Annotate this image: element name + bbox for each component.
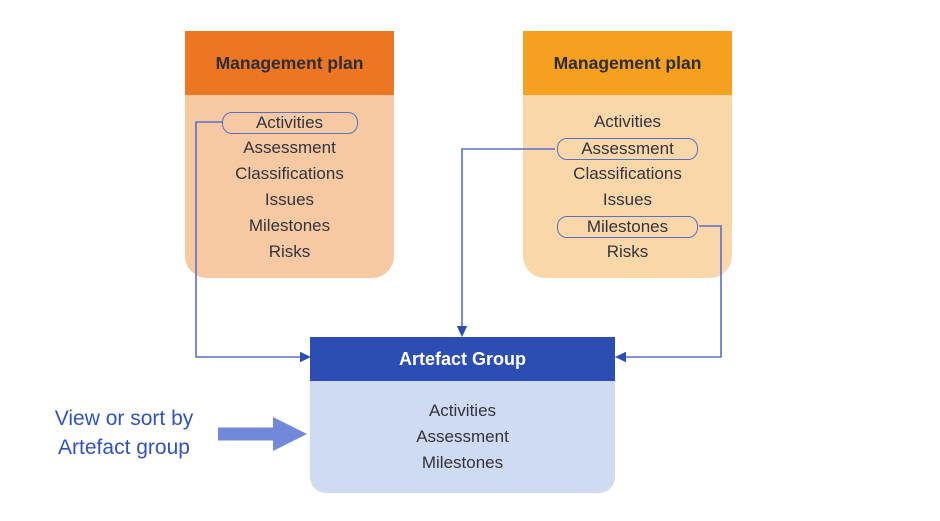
artefact-item-milestones: Milestones — [421, 453, 504, 472]
highlight-outline: Assessment — [557, 138, 698, 161]
artefact-item-assessment: Assessment — [416, 427, 509, 446]
view-sort-caption: View or sort by Artefact group — [33, 404, 215, 462]
plan-right-item-milestones: Milestones — [523, 213, 732, 239]
artefact-item-activities: Activities — [428, 401, 497, 420]
caption-line-1: View or sort by — [54, 407, 194, 430]
plan-right-item-activities: Activities — [593, 112, 662, 131]
highlight-outline: Activities — [221, 112, 358, 135]
management-plan-left-body: Activities Assessment Classifications Is… — [185, 95, 394, 278]
plan-left-item-milestones: Milestones — [248, 216, 331, 235]
plan-left-item-risks: Risks — [268, 242, 311, 261]
arrowhead-down-icon — [456, 326, 468, 337]
plan-right-item-assessment: Assessment — [523, 135, 732, 161]
plan-right-item-issues: Issues — [602, 190, 653, 209]
management-plan-box-left: Management plan Activities Assessment Cl… — [185, 31, 394, 278]
management-plan-box-right: Management plan Activities Assessment Cl… — [523, 31, 732, 278]
arrowhead-left-icon — [615, 351, 626, 363]
big-right-arrow-icon — [218, 417, 307, 451]
plan-right-item-risks: Risks — [606, 242, 649, 261]
plan-left-item-classifications: Classifications — [235, 164, 344, 183]
plan-left-item-activities: Activities — [185, 109, 394, 135]
plan-left-item-assessment: Assessment — [243, 138, 336, 157]
highlight-outline: Milestones — [557, 216, 698, 239]
management-plan-right-title: Management plan — [523, 31, 732, 95]
management-plan-right-body: Activities Assessment Classifications Is… — [523, 95, 732, 278]
caption-line-2: Artefact group — [58, 436, 190, 459]
plan-left-item-issues: Issues — [264, 190, 315, 209]
plan-right-item-classifications: Classifications — [573, 164, 682, 183]
artefact-group-box: Artefact Group Activities Assessment Mil… — [310, 337, 615, 493]
artefact-group-body: Activities Assessment Milestones — [310, 381, 615, 493]
management-plan-left-title: Management plan — [185, 31, 394, 95]
artefact-group-title: Artefact Group — [310, 337, 615, 381]
